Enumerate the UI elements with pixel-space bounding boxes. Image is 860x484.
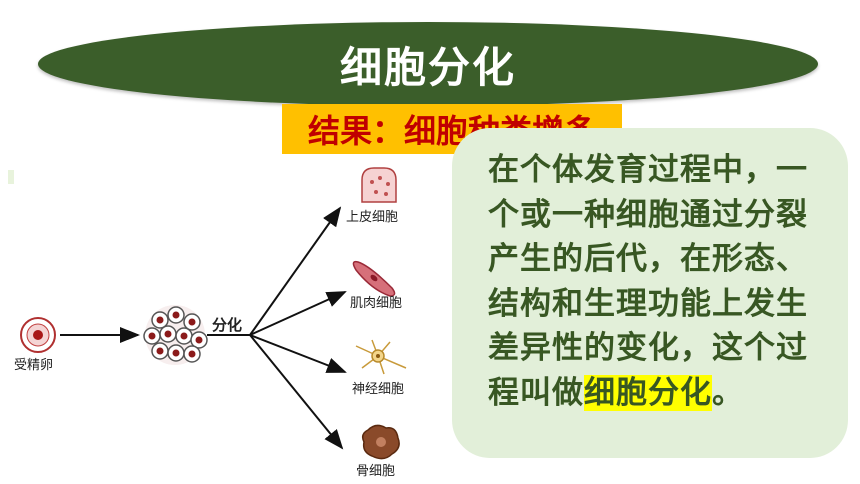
arrow-to-epithelial <box>249 206 342 336</box>
slide-title: 细胞分化 <box>339 42 516 92</box>
zygote-label: 受精卵 <box>14 358 54 373</box>
nerve-cell-icon <box>355 339 407 375</box>
bone-cell-icon <box>361 424 400 460</box>
arrow-to-nerve <box>249 334 347 373</box>
decorative-mark <box>8 170 14 184</box>
definition-end: 。 <box>712 374 744 411</box>
epithelial-cell-icon <box>361 167 397 203</box>
nerve-cell-label: 神经细胞 <box>352 382 405 397</box>
cell-cluster-icon <box>143 305 208 365</box>
diagram-graphics <box>20 167 407 460</box>
zygote-icon <box>20 317 56 353</box>
muscle-cell-icon <box>352 260 396 297</box>
muscle-cell-label: 肌肉细胞 <box>350 296 403 311</box>
differentiation-label: 分化 <box>212 316 243 334</box>
definition-highlight: 细胞分化 <box>584 374 712 411</box>
title-banner: 细胞分化 <box>38 22 818 106</box>
epithelial-cell-label: 上皮细胞 <box>346 210 399 225</box>
definition-text: 在个体发育过程中，一个或一种细胞通过分裂产生的后代，在形态、结构和生理功能上发生… <box>488 148 818 415</box>
differentiation-diagram: 受精卵 分化 上皮细胞 肌肉细胞 神经细胞 骨细胞 <box>0 150 460 484</box>
arrow-to-muscle <box>249 291 347 336</box>
bone-cell-label: 骨细胞 <box>356 464 396 479</box>
arrow-to-bone <box>249 334 344 450</box>
definition-main: 在个体发育过程中，一个或一种细胞通过分裂产生的后代，在形态、结构和生理功能上发生… <box>488 152 808 411</box>
